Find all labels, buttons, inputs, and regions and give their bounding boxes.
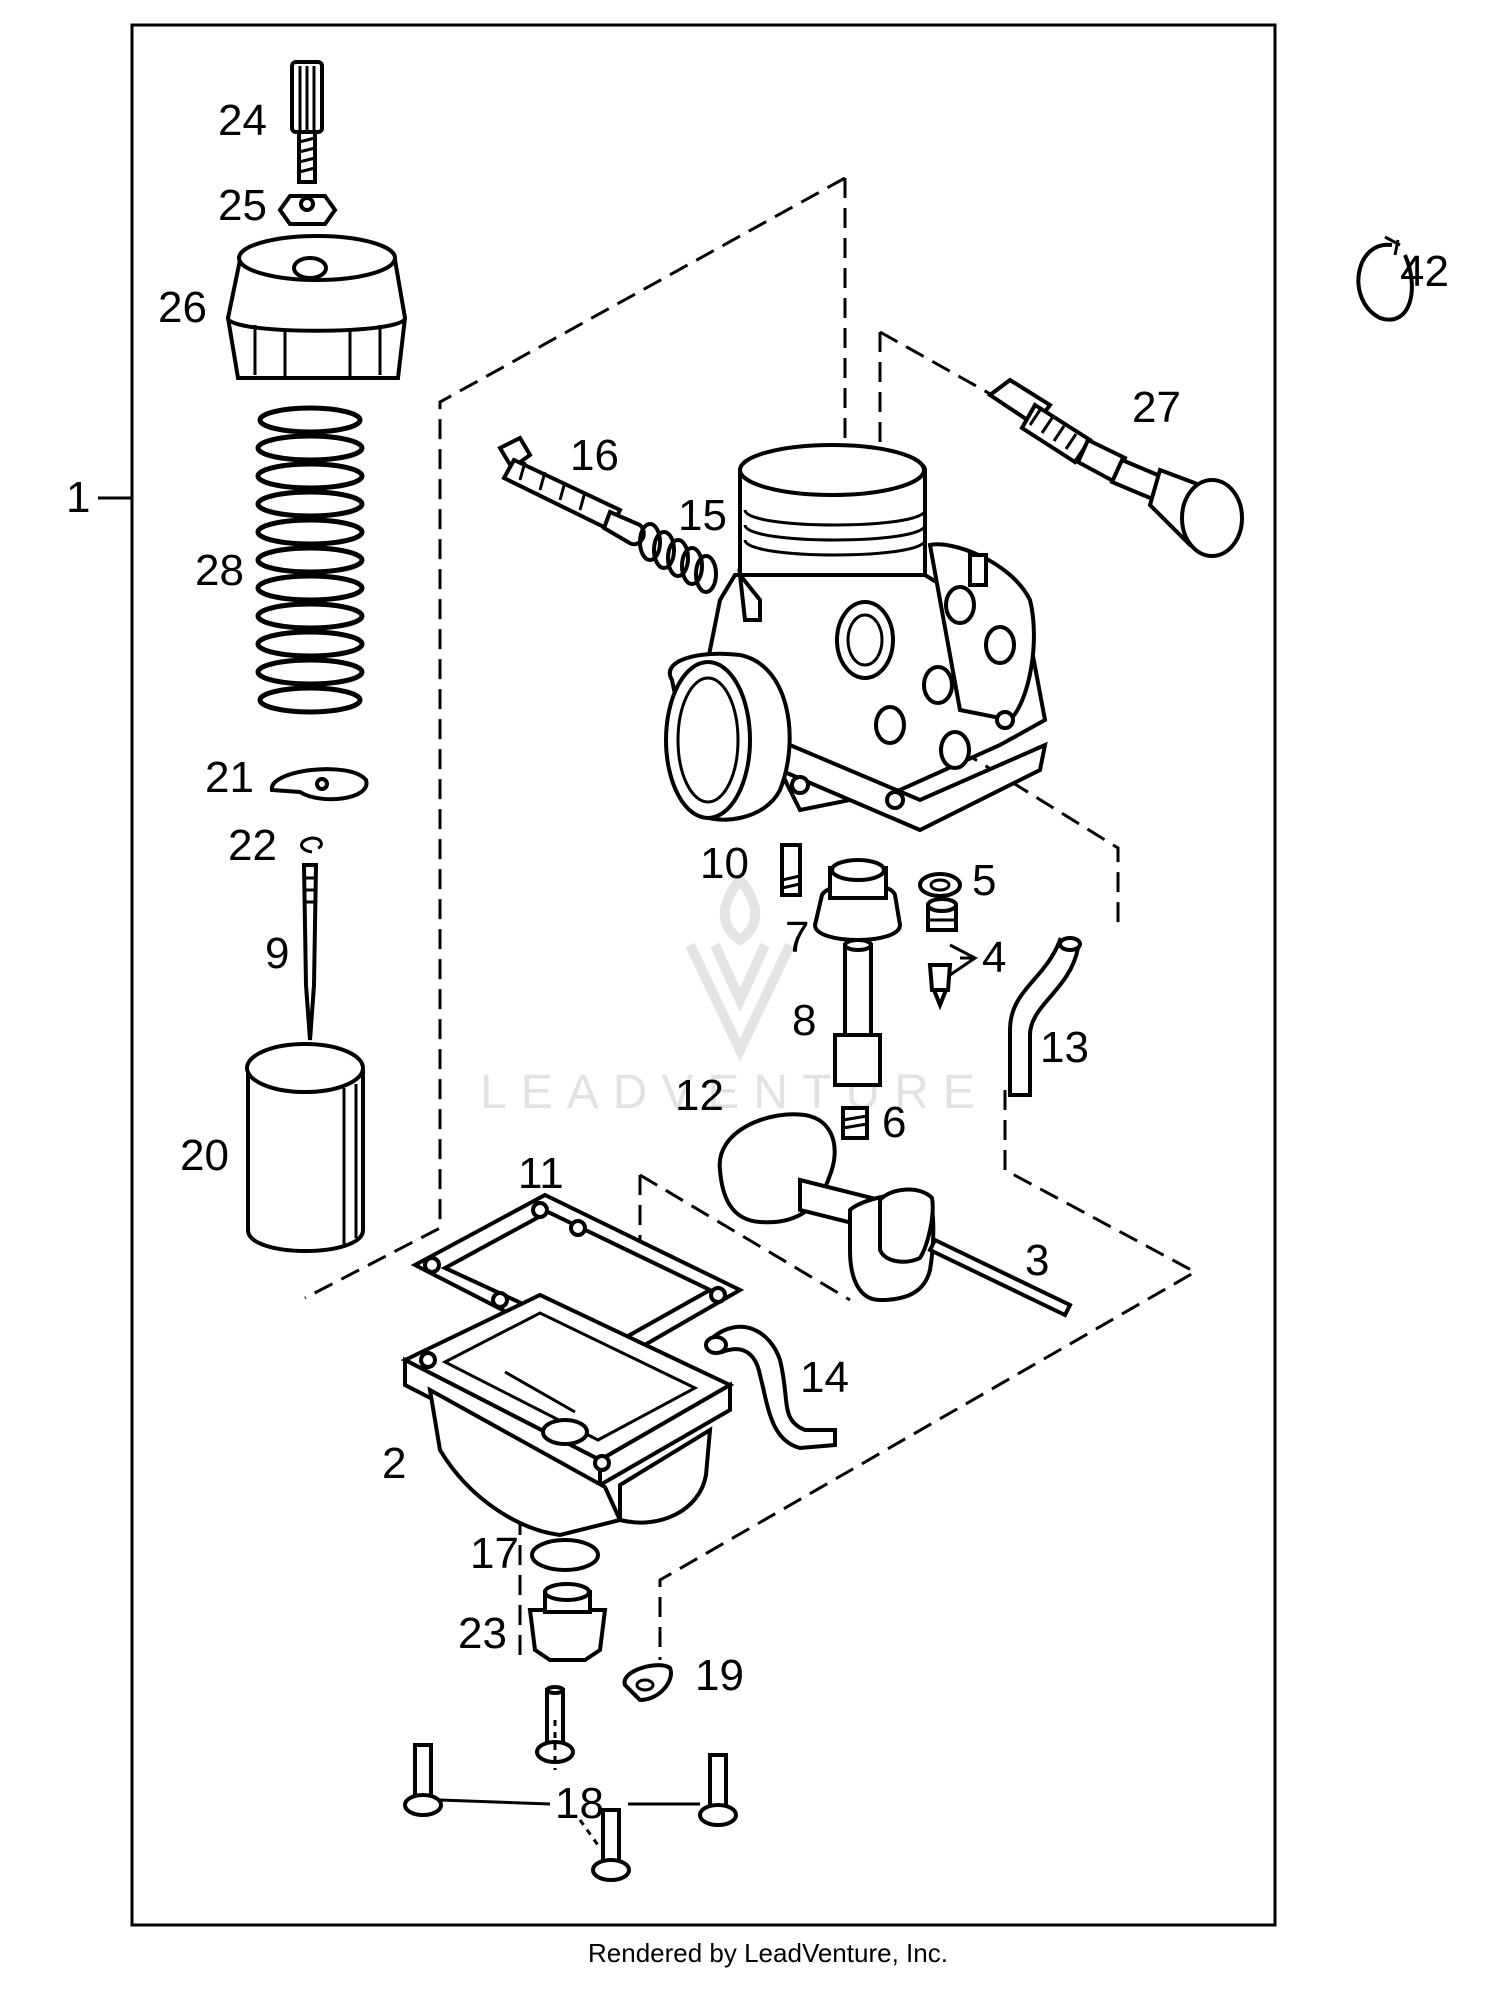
part-23-drain-plug bbox=[527, 1582, 608, 1662]
part-6-main-jet bbox=[841, 1106, 869, 1140]
label-part-10: 10 bbox=[700, 839, 749, 888]
part-8-main-jet-holder bbox=[833, 938, 882, 1087]
label-part-1: 1 bbox=[66, 473, 90, 522]
part-9-jet-needle bbox=[301, 863, 319, 1041]
label-part-13: 13 bbox=[1040, 1023, 1089, 1072]
label-part-24: 24 bbox=[218, 96, 267, 145]
label-part-16: 16 bbox=[570, 431, 619, 480]
part-3-float-pin bbox=[927, 1237, 1073, 1318]
label-part-3: 3 bbox=[1025, 1236, 1049, 1285]
label-part-14: 14 bbox=[800, 1353, 849, 1402]
part-27-starter-plunger bbox=[986, 377, 1244, 558]
label-part-5: 5 bbox=[972, 856, 996, 905]
label-part-21: 21 bbox=[205, 753, 254, 802]
label-part-42: 42 bbox=[1400, 247, 1449, 296]
part-number-labels: 1 2 3 4 5 6 7 8 9 10 11 12 13 14 15 16 1… bbox=[66, 96, 1449, 1828]
label-part-7: 7 bbox=[785, 913, 809, 962]
label-part-25: 25 bbox=[218, 181, 267, 230]
label-part-11: 11 bbox=[518, 1149, 564, 1198]
label-part-17: 17 bbox=[470, 1529, 519, 1578]
part-42-hose-clamp bbox=[1356, 235, 1414, 322]
diagram-frame bbox=[130, 23, 1277, 1927]
part-26-top-cap bbox=[225, 234, 408, 380]
label-part-2: 2 bbox=[382, 1439, 406, 1488]
label-part-8: 8 bbox=[792, 996, 816, 1045]
part-16-throttle-stop-screw bbox=[497, 435, 646, 547]
label-part-19: 19 bbox=[695, 1651, 744, 1700]
label-part-18: 18 bbox=[555, 1779, 604, 1828]
label-part-15: 15 bbox=[678, 491, 727, 540]
label-part-28: 28 bbox=[195, 546, 244, 595]
carburetor-body bbox=[664, 443, 1048, 833]
watermark-text: LEADVENTURE bbox=[480, 1066, 989, 1119]
part-2-float-chamber bbox=[400, 1292, 735, 1538]
render-credit: Rendered by LeadVenture, Inc. bbox=[588, 1938, 948, 1968]
label-part-6: 6 bbox=[882, 1098, 906, 1147]
part-5-washer bbox=[918, 872, 962, 898]
part-13-breather-tube bbox=[1008, 936, 1082, 1097]
part-15-screw-spring bbox=[638, 522, 718, 594]
part-7-needle-jet bbox=[812, 858, 903, 942]
label-part-22: 22 bbox=[228, 821, 277, 870]
label-part-12: 12 bbox=[675, 1071, 724, 1120]
part-14-drain-tube bbox=[704, 1324, 837, 1451]
part-18-chamber-screws bbox=[403, 1685, 738, 1882]
label-part-23: 23 bbox=[458, 1609, 507, 1658]
part-22-needle-clip bbox=[300, 836, 323, 854]
screw-bottom bbox=[591, 1808, 631, 1882]
part-24-cable-adjuster bbox=[290, 60, 324, 184]
part-4-float-valve bbox=[926, 897, 958, 1011]
part-17-o-ring bbox=[530, 1538, 600, 1572]
part-19-drain-bracket bbox=[622, 1663, 673, 1703]
part-25-lock-nut bbox=[277, 194, 338, 226]
label-part-26: 26 bbox=[158, 283, 207, 332]
label-part-9: 9 bbox=[265, 929, 289, 978]
part-10-pilot-jet bbox=[780, 843, 802, 897]
part-28-throttle-spring bbox=[255, 405, 365, 715]
screw-right bbox=[698, 1753, 738, 1827]
leader-lines bbox=[98, 496, 978, 1849]
watermark-logo-icon bbox=[685, 872, 795, 1062]
part-21-needle-retainer bbox=[270, 767, 369, 802]
label-part-27: 27 bbox=[1132, 383, 1181, 432]
label-part-4: 4 bbox=[982, 933, 1006, 982]
part-12-float bbox=[717, 1112, 936, 1303]
screw-left bbox=[403, 1743, 443, 1817]
label-part-20: 20 bbox=[180, 1131, 229, 1180]
part-20-throttle-valve bbox=[245, 1042, 365, 1253]
watermark: LEADVENTURE bbox=[480, 872, 989, 1119]
